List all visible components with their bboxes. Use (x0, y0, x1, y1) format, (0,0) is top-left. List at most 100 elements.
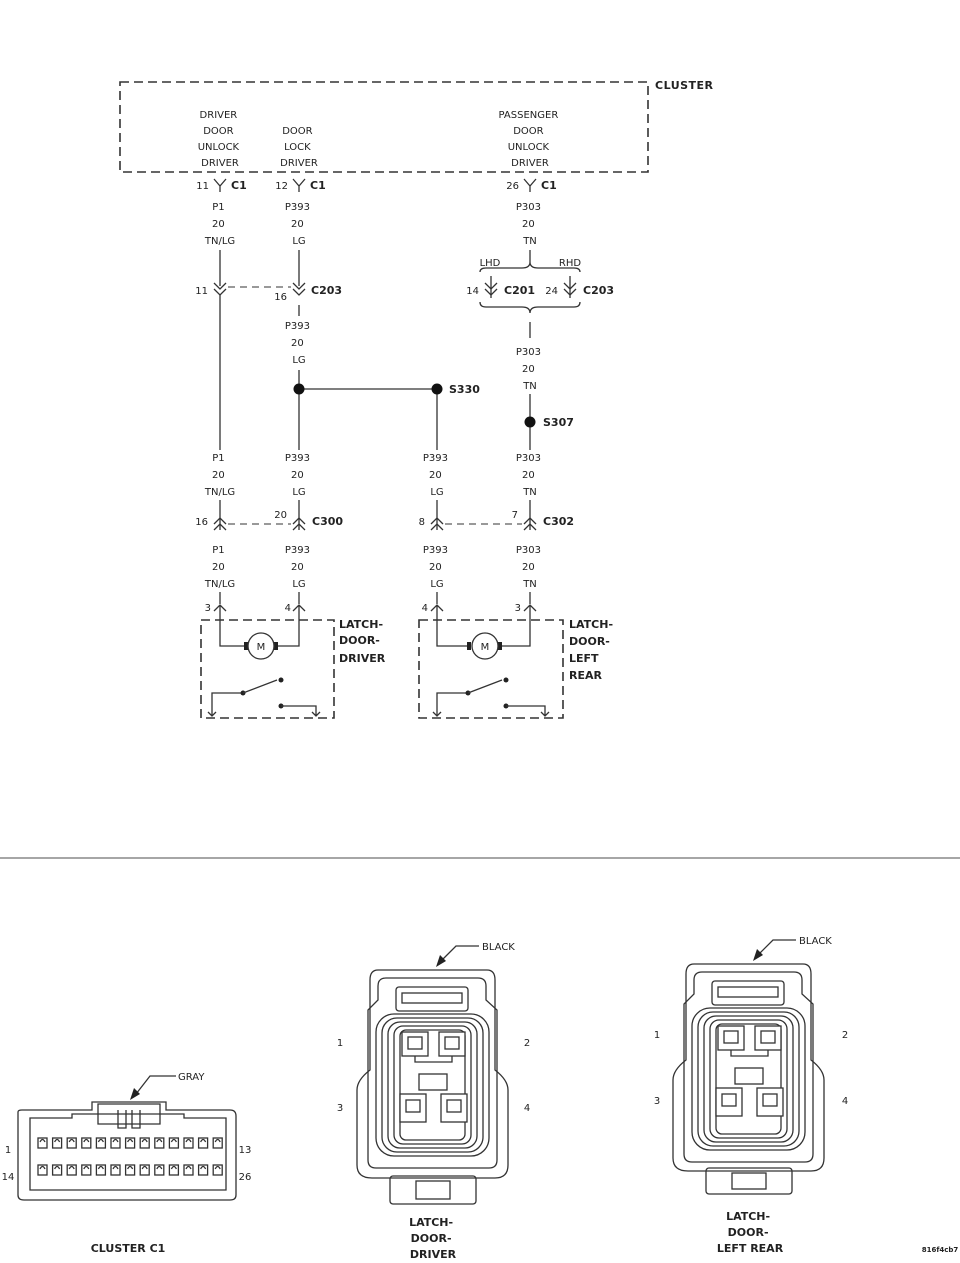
pin-label: 13 (239, 1145, 252, 1156)
color-leader (441, 945, 479, 961)
c1-cavity-latch (112, 1165, 119, 1170)
c1-cavity (197, 1137, 209, 1149)
pin-label: 14 (466, 286, 479, 297)
cavity (754, 1025, 782, 1051)
c1-cavity-latch (97, 1138, 104, 1143)
c1-cavity-latch (170, 1138, 177, 1143)
c1-cavity (37, 1164, 48, 1176)
latch-driver-label: LATCH- DOOR- DRIVER (339, 618, 387, 665)
cavity (440, 1093, 468, 1123)
switch-blade (242, 679, 278, 694)
c1-cavity (212, 1137, 223, 1149)
option-brace-top (479, 261, 581, 273)
motor-brush (274, 642, 278, 650)
ground-path (281, 705, 321, 717)
cavity-terminal (405, 1099, 421, 1113)
motor-symbol: M (257, 642, 266, 653)
c1-cavity (139, 1137, 150, 1149)
c1-terminal-11 (213, 178, 227, 192)
connector-label: C1 (231, 179, 247, 192)
c1-cavity (183, 1137, 194, 1149)
c1-outer-shell (17, 1101, 237, 1201)
cluster-outline (119, 81, 649, 173)
c302-inline-connector: 8 7 C302 (419, 500, 574, 531)
c1-latch-detail (117, 1110, 141, 1129)
cavity-bridge (730, 1050, 769, 1057)
left-rear-cavities (715, 1025, 784, 1117)
c1-cavity-latch (200, 1165, 207, 1170)
driver-seal-5 (399, 1029, 466, 1141)
c1-terminal-26 (523, 178, 537, 192)
c1-cavity (81, 1137, 92, 1149)
c300-terminal-20 (292, 517, 306, 531)
splice-s307: S307 (524, 416, 574, 429)
rhd-label: RHD (559, 258, 581, 269)
c1-cavity-latch (200, 1138, 207, 1143)
left-rear-view-title: LATCH- DOOR- LEFT REAR (717, 1210, 784, 1255)
c1-cavity (154, 1164, 165, 1176)
switch-contact (278, 677, 284, 683)
cavity (717, 1025, 745, 1051)
left-rear-terminal-4 (430, 604, 470, 647)
c1-cavity-latch (214, 1138, 221, 1143)
left-rear-bottom-tab-inner (731, 1172, 767, 1190)
c300-terminal-16 (213, 517, 227, 531)
wire-label-p393: P393 20 LG (285, 545, 313, 590)
c1-terminals: 11 C1 12 C1 26 C1 (196, 178, 557, 192)
wire (219, 592, 300, 604)
c1-cavity (37, 1137, 48, 1149)
c1-cavity (183, 1164, 194, 1176)
wire (219, 500, 300, 530)
cavity-terminal (760, 1030, 776, 1044)
pin-label: 12 (275, 181, 288, 192)
wire-label-p303: P303 20 TN (516, 202, 544, 247)
splice-label: S307 (543, 416, 574, 429)
color-label: GRAY (178, 1072, 205, 1083)
c300-inline-connector: 16 20 C300 (195, 500, 343, 531)
c1-cavity-latch (39, 1138, 46, 1143)
cavity-terminal (721, 1093, 737, 1107)
wire-label-p393: P393 20 LG (423, 545, 451, 590)
splice-label: S330 (449, 383, 480, 396)
c1-cavity (154, 1137, 165, 1149)
motor-symbol: M (481, 642, 490, 653)
c1-cavity-latch (54, 1138, 61, 1143)
cavity-terminal (723, 1030, 739, 1044)
cavity (399, 1093, 427, 1123)
pin-label: 4 (842, 1096, 848, 1107)
pin-label: 4 (422, 603, 428, 614)
c302-terminal-7 (523, 517, 537, 531)
driver-lock-tab (395, 986, 469, 1012)
motor-brush (244, 642, 248, 650)
driver-bottom-tab (389, 1175, 477, 1205)
c1-cavity-latch (156, 1138, 163, 1143)
driver-terminal-4 (276, 604, 306, 647)
pin-label: 4 (524, 1103, 530, 1114)
c1-cavity (124, 1164, 136, 1176)
pin-label: 3 (515, 603, 521, 614)
c1-cavity-latch (127, 1165, 134, 1170)
c1-cavity-latch (185, 1165, 192, 1170)
cluster-fn-door-lock: DOOR LOCK DRIVER (280, 126, 318, 169)
pin-label: 3 (205, 603, 211, 614)
driver-seal-1 (375, 1013, 490, 1157)
cavity-terminal (762, 1093, 778, 1107)
c1-cavity (66, 1137, 77, 1149)
c1-cavity-latch (39, 1165, 46, 1170)
c1-cavity (81, 1164, 92, 1176)
c1-cavity-latch (97, 1165, 104, 1170)
c1-latch (97, 1103, 161, 1125)
center-key (734, 1067, 764, 1085)
c1-cavity (139, 1164, 150, 1176)
c1-cavity-latch (127, 1138, 134, 1143)
c1-cavity (110, 1137, 121, 1149)
left-rear-shell-ring (683, 971, 814, 1163)
c1-cavity-latch (141, 1138, 148, 1143)
c1-terminal-12 (292, 178, 306, 192)
c1-cavity-latch (170, 1165, 177, 1170)
c1-cavity-latch (68, 1165, 75, 1170)
splice-dot (293, 383, 305, 395)
connector-label: C203 (311, 284, 342, 297)
connector-label: C203 (583, 284, 614, 297)
splice-s330: S330 (293, 383, 480, 396)
